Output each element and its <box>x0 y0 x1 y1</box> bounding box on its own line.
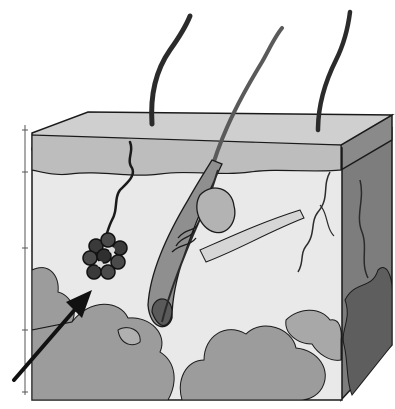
scale-ticks <box>22 125 28 395</box>
hair-right <box>318 12 350 130</box>
hair-left <box>152 16 190 124</box>
block-side-face <box>341 115 392 400</box>
